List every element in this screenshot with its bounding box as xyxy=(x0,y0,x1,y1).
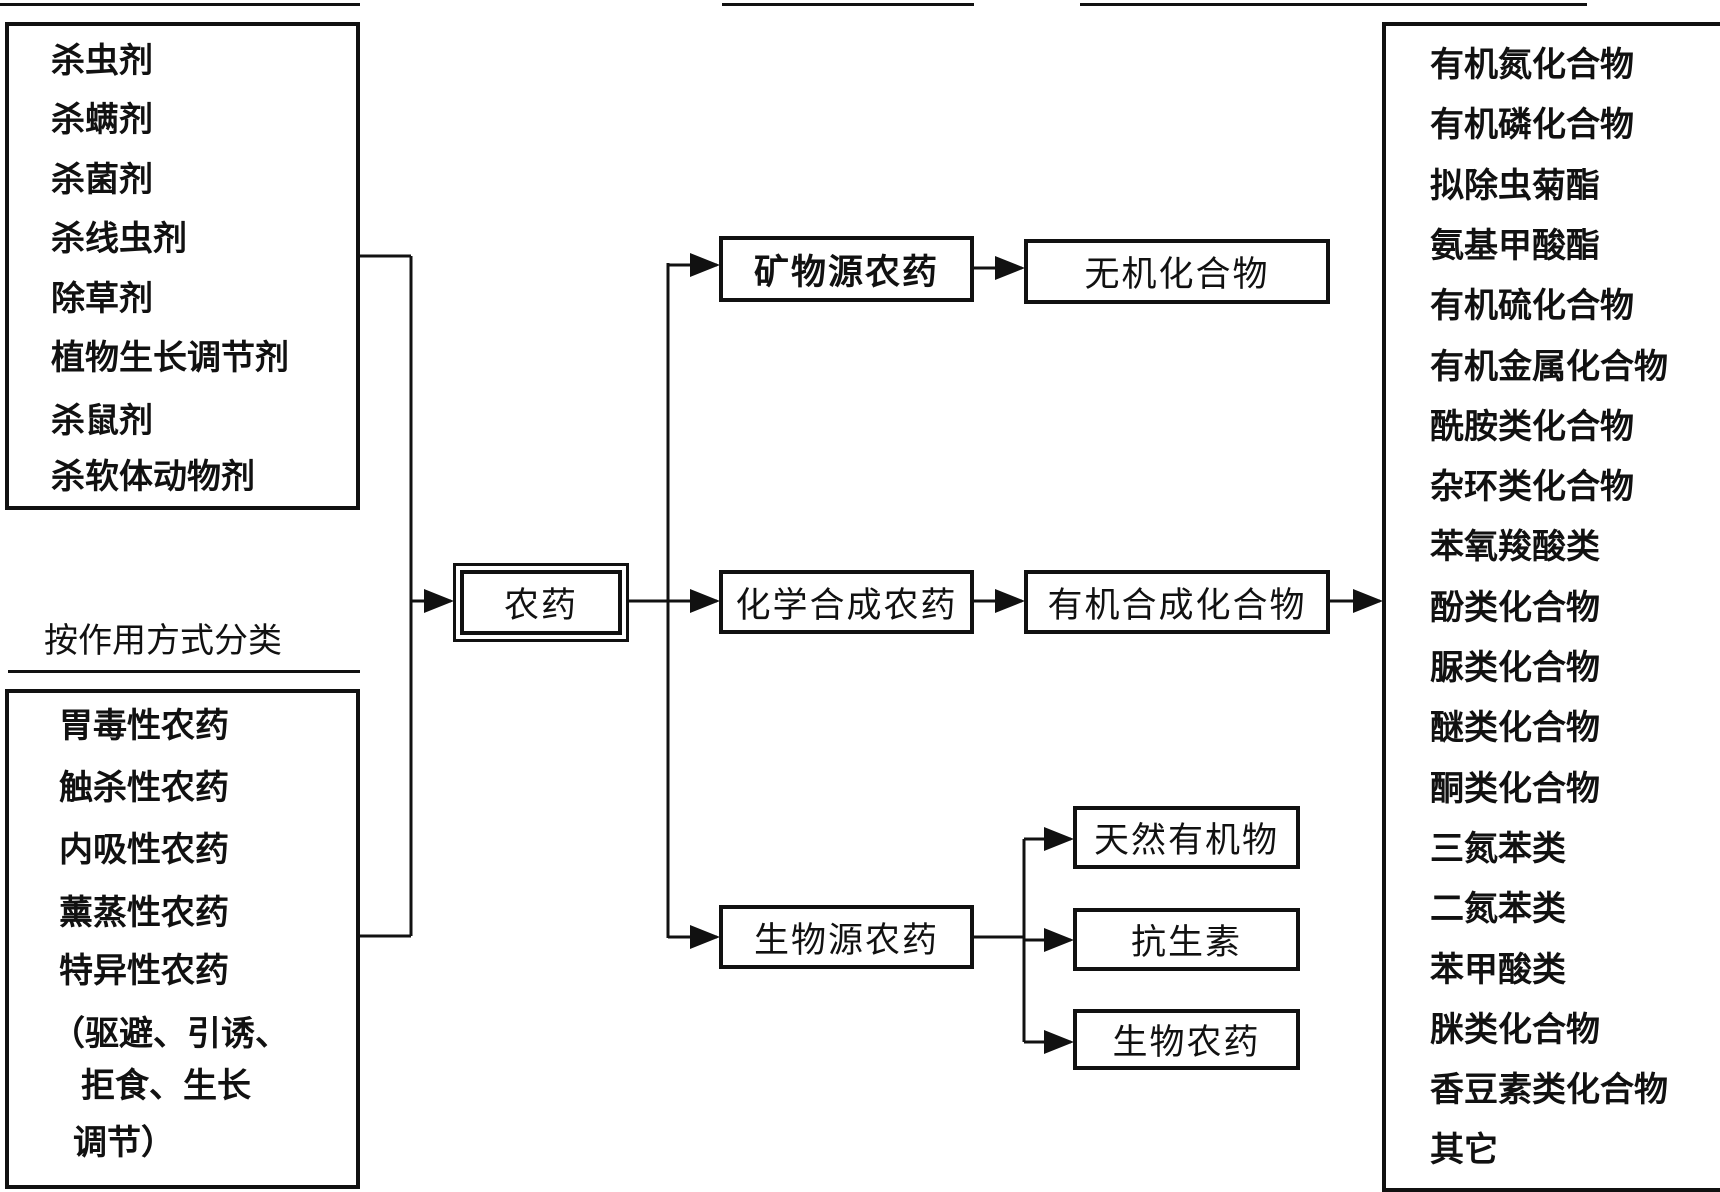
list-item: （驱避、引诱、 xyxy=(51,1014,289,1054)
organic-synthetic-node: 有机合成化合物 xyxy=(1024,570,1330,634)
top-rule-middle xyxy=(722,3,974,6)
list-item: 杀虫剂 xyxy=(51,41,153,81)
list-item: 杀菌剂 xyxy=(51,160,153,200)
list-item: 酚类化合物 xyxy=(1430,587,1600,628)
root-node-outer: 农药 xyxy=(453,563,629,642)
list-item: 三氮苯类 xyxy=(1430,828,1566,869)
chemical-pesticide-node: 化学合成农药 xyxy=(719,570,974,634)
list-item: 杂环类化合物 xyxy=(1430,467,1634,508)
root-node: 农药 xyxy=(460,570,622,635)
list-item: 杀软体动物剂 xyxy=(51,457,255,497)
list-item: 苯氧羧酸类 xyxy=(1430,527,1600,568)
list-item: 除草剂 xyxy=(51,279,153,319)
mineral-pesticide-node: 矿物源农药 xyxy=(719,236,974,302)
list-item: 醚类化合物 xyxy=(1430,708,1600,749)
list-item: 杀鼠剂 xyxy=(51,401,153,441)
list-item: 内吸性农药 xyxy=(59,830,229,870)
list-item: 酰胺类化合物 xyxy=(1430,406,1634,447)
list-item: 有机氮化合物 xyxy=(1430,45,1634,85)
target-classification-box: 杀虫剂 杀螨剂 杀菌剂 杀线虫剂 除草剂 植物生长调节剂 杀鼠剂 杀软体动物剂 xyxy=(5,22,360,510)
natural-organic-node: 天然有机物 xyxy=(1073,806,1300,869)
list-item: 植物生长调节剂 xyxy=(51,338,289,378)
biopesticide-node: 生物农药 xyxy=(1073,1009,1300,1070)
heading-rule xyxy=(8,670,360,673)
list-item: 杀螨剂 xyxy=(51,100,153,140)
top-rule-left xyxy=(0,3,360,6)
list-item: 杀线虫剂 xyxy=(51,219,187,259)
list-item: 胃毒性农药 xyxy=(59,706,229,746)
mode-heading: 按作用方式分类 xyxy=(44,621,282,661)
list-item: 苯甲酸类 xyxy=(1430,949,1566,990)
top-rule-right xyxy=(1080,3,1587,6)
list-item: 有机磷化合物 xyxy=(1430,105,1634,146)
list-item: 香豆素类化合物 xyxy=(1430,1070,1668,1111)
list-item: 二氮苯类 xyxy=(1430,889,1566,930)
list-item: 酮类化合物 xyxy=(1430,768,1600,809)
list-item: 其它 xyxy=(1430,1130,1498,1171)
list-item: 触杀性农药 xyxy=(59,768,229,808)
inorganic-compound-node: 无机化合物 xyxy=(1024,239,1330,304)
antibiotic-node: 抗生素 xyxy=(1073,908,1300,971)
organic-compound-class-box: 有机氮化合物有机磷化合物拟除虫菊酯氨基甲酸酯有机硫化合物有机金属化合物酰胺类化合… xyxy=(1382,22,1720,1192)
list-item: 拟除虫菊酯 xyxy=(1430,165,1600,206)
list-item: 调节） xyxy=(73,1123,175,1163)
list-item: 有机金属化合物 xyxy=(1430,346,1668,387)
list-item: 脲类化合物 xyxy=(1430,648,1600,688)
list-item: 有机硫化合物 xyxy=(1430,286,1634,327)
list-item: 拒食、生长 xyxy=(81,1066,251,1106)
list-item: 氨基甲酸酯 xyxy=(1430,225,1600,266)
list-item: 特异性农药 xyxy=(59,951,229,991)
mode-classification-box: 胃毒性农药 触杀性农药 内吸性农药 薰蒸性农药 特异性农药 （驱避、引诱、 拒食… xyxy=(5,689,360,1189)
list-item: 薰蒸性农药 xyxy=(59,893,229,933)
bio-pesticide-node: 生物源农药 xyxy=(719,905,974,969)
list-item: 脒类化合物 xyxy=(1430,1009,1600,1050)
